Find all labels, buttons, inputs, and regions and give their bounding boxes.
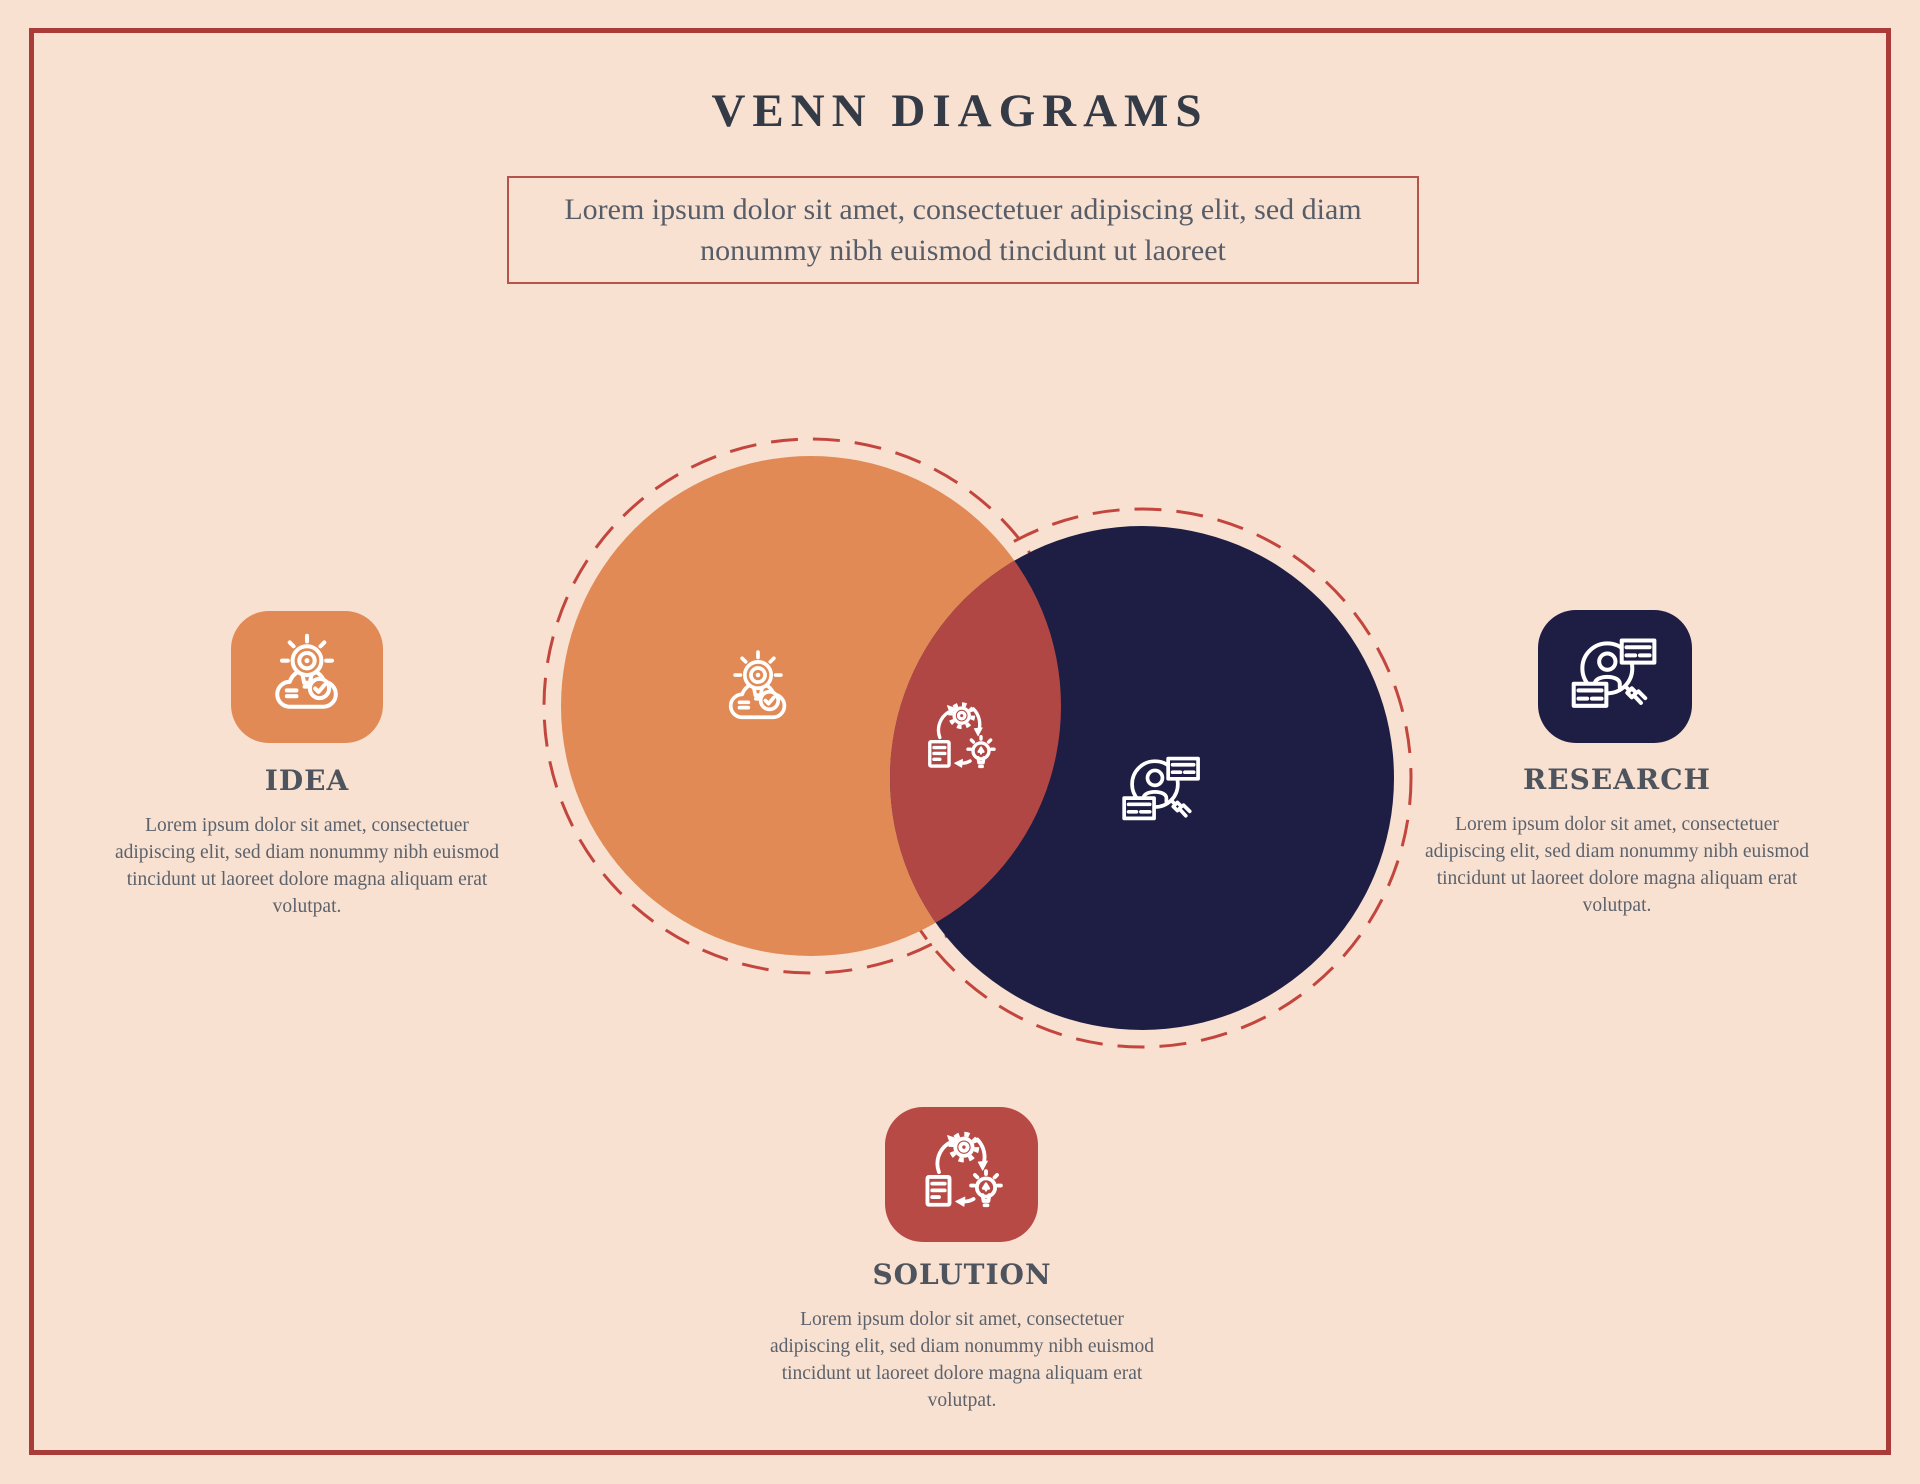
solution-description: Lorem ipsum dolor sit amet, consectetuer…	[769, 1309, 1154, 1411]
research-icon-card	[1538, 610, 1692, 743]
research-magnifier-person-icon	[1567, 629, 1663, 725]
idea-description: Lorem ipsum dolor sit amet, consectetuer…	[114, 815, 499, 917]
solution-heading: SOLUTION	[872, 1258, 1052, 1291]
solution-icon-card	[885, 1107, 1038, 1242]
subtitle-box: Lorem ipsum dolor sit amet, consectetuer…	[507, 176, 1419, 284]
solution-process-cycle-icon	[914, 1127, 1010, 1223]
subtitle-text: Lorem ipsum dolor sit amet, consectetuer…	[564, 193, 1362, 267]
idea-lightbulb-cloud-icon	[259, 629, 355, 725]
idea-icon-card	[231, 611, 383, 743]
page-title: VENN DIAGRAMS	[711, 85, 1209, 137]
research-description: Lorem ipsum dolor sit amet, consectetuer…	[1424, 814, 1809, 916]
idea-heading: IDEA	[264, 764, 350, 797]
research-heading: RESEARCH	[1523, 763, 1711, 796]
